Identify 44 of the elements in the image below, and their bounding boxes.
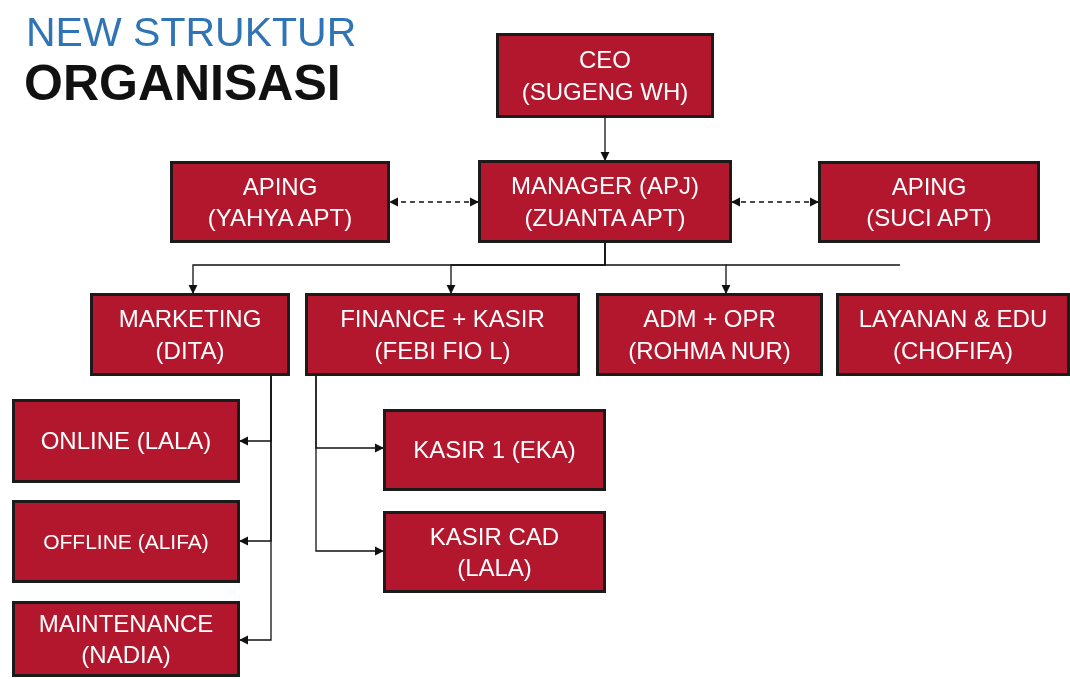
role-text: (CHOFIFA)	[893, 335, 1013, 366]
role-text: LAYANAN & EDU	[858, 304, 1048, 335]
arrow	[604, 242, 731, 294]
role-box	[383, 409, 606, 491]
role-text: (NADIA)	[81, 640, 171, 670]
role-text: (LALA)	[457, 553, 532, 583]
role-box	[12, 601, 240, 677]
role-text: (FEBI FIO L)	[374, 335, 511, 366]
role-text: CEO	[579, 45, 631, 76]
arrow	[239, 375, 272, 645]
dashed-arrow	[731, 197, 819, 207]
role-text: OFFLINE (ALIFA)	[43, 528, 209, 555]
role-box	[12, 500, 240, 583]
role-box	[818, 161, 1040, 243]
role-box	[305, 293, 580, 376]
role-text: (ZUANTA APT)	[524, 202, 686, 233]
role-text: KASIR CAD	[429, 521, 560, 552]
role-text: (DITA)	[155, 335, 225, 366]
arrow	[315, 375, 384, 556]
role-text: MANAGER (APJ)	[511, 171, 699, 202]
role-text: KASIR 1 (EKA)	[413, 435, 576, 466]
title: NEW STRUKTUR	[26, 12, 357, 53]
role-text: APING	[891, 171, 967, 202]
role-text: MARKETING	[118, 304, 262, 335]
role-box	[496, 33, 714, 118]
role-text: APING	[242, 171, 318, 202]
role-box	[170, 161, 390, 243]
role-box	[90, 293, 290, 376]
role-text: FINANCE + KASIR	[340, 304, 545, 335]
role-text: (YAHYA APT)	[207, 203, 353, 233]
role-text: ONLINE (LALA)	[40, 426, 212, 457]
role-box	[836, 293, 1070, 376]
dashed-arrow	[389, 197, 479, 207]
role-text: (SUCI APT)	[866, 203, 992, 233]
role-text: ADM + OPR	[643, 304, 776, 335]
arrow	[600, 117, 610, 161]
role-text: MAINTENANCE	[38, 608, 214, 639]
role-box	[12, 399, 240, 483]
role-box	[478, 160, 732, 243]
role-text: (SUGENG WH)	[521, 76, 689, 107]
role-box	[383, 511, 606, 593]
role-text: (ROHMA NUR)	[628, 335, 791, 366]
role-box	[596, 293, 823, 376]
title: ORGANISASI	[24, 58, 341, 108]
